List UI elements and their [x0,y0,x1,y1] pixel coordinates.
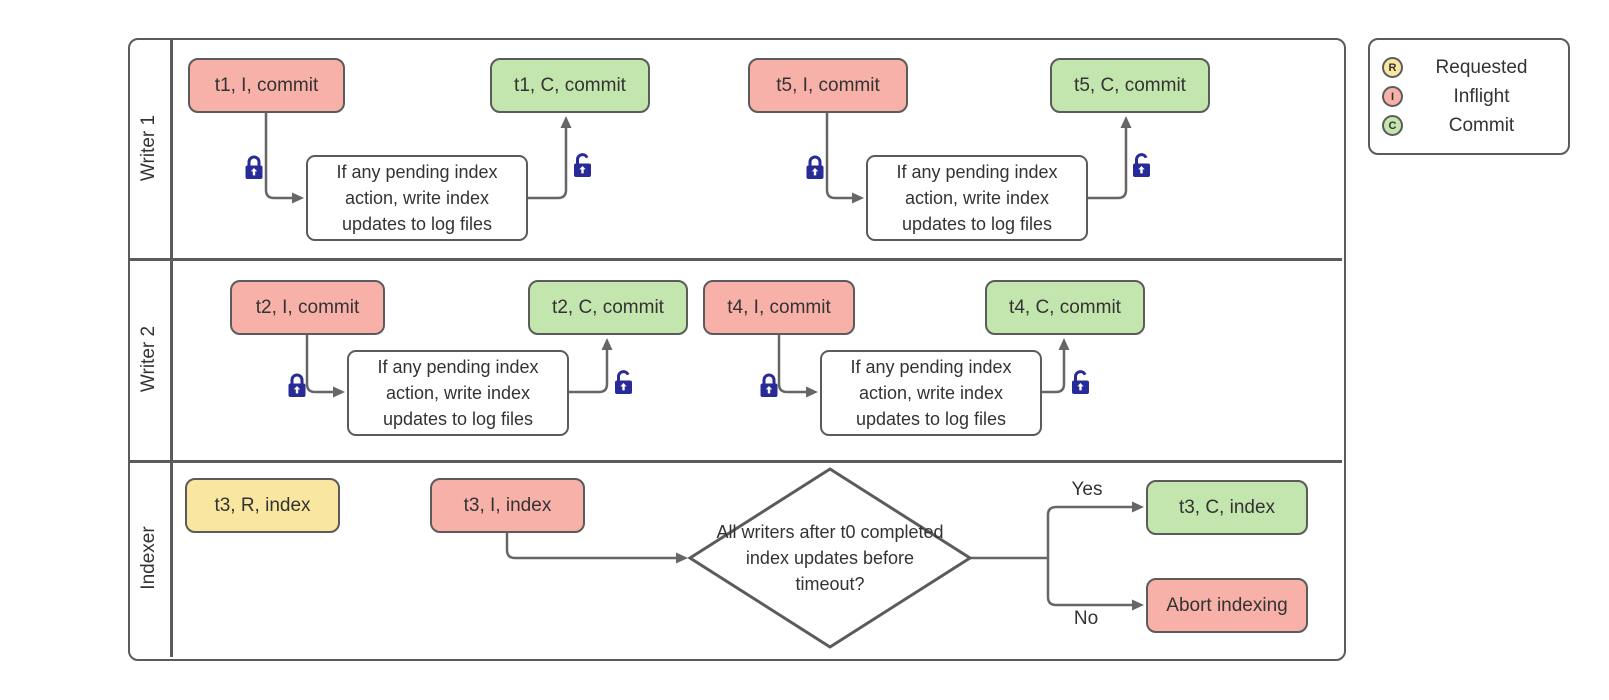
node-t4-commit: t4, C, commit [985,280,1145,335]
node-t1-inflight: t1, I, commit [188,58,345,113]
node-t3-requested: t3, R, index [185,478,340,533]
legend: R Requested I Inflight C Commit [1368,38,1570,155]
node-t4-inflight: t4, I, commit [703,280,855,335]
decision-label: All writers after t0 completed index upd… [716,521,944,595]
lock-closed-icon [245,155,263,179]
lane-label-divider [170,38,173,657]
node-t5-inflight: t5, I, commit [748,58,908,113]
node-t2-commit: t2, C, commit [528,280,688,335]
lane-label-writer2: Writer 2 [138,325,159,393]
legend-item-requested: R Requested [1382,57,1556,79]
requested-badge-icon: R [1382,57,1403,78]
lane-divider-1 [128,258,1342,261]
swimlane-container [128,38,1346,661]
lock-open-icon [615,370,632,394]
node-process-w1a: If any pending index action, write index… [306,155,528,241]
lock-closed-icon [760,373,778,397]
node-t2-inflight: t2, I, commit [230,280,385,335]
node-process-w2b: If any pending index action, write index… [820,350,1042,436]
legend-item-inflight: I Inflight [1382,86,1556,108]
node-process-w1b: If any pending index action, write index… [866,155,1088,241]
node-process-w2a: If any pending index action, write index… [347,350,569,436]
lock-open-icon [1072,370,1089,394]
node-t3-inflight: t3, I, index [430,478,585,533]
no-edge-label: No [1073,608,1099,629]
lane-label-indexer: Indexer [138,526,159,590]
node-t3-commit: t3, C, index [1146,480,1308,535]
lock-closed-icon [288,373,306,397]
lane-label-writer1: Writer 1 [138,114,159,182]
node-t5-commit: t5, C, commit [1050,58,1210,113]
lane-divider-2 [128,460,1342,463]
yes-edge-label: Yes [1071,479,1103,500]
legend-label: Commit [1448,114,1515,136]
legend-label: Inflight [1453,85,1510,107]
legend-label: Requested [1435,56,1528,78]
legend-item-commit: C Commit [1382,115,1556,137]
lock-open-icon [1133,153,1150,177]
lock-open-icon [574,153,591,177]
commit-badge-icon: C [1382,115,1403,136]
node-t1-commit: t1, C, commit [490,58,650,113]
lock-closed-icon [806,155,824,179]
inflight-badge-icon: I [1382,86,1403,107]
node-abort-indexing: Abort indexing [1146,578,1308,633]
